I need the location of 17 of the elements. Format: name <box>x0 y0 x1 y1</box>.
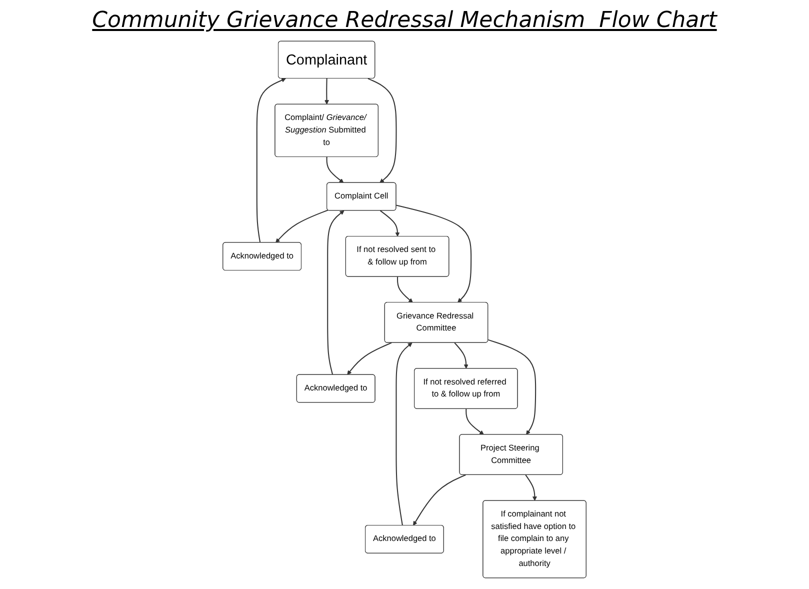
arrow <box>396 276 413 303</box>
arrow <box>326 156 344 183</box>
arrow <box>488 339 536 435</box>
arrow <box>525 474 537 501</box>
diagram-title: Community Grievance Redressal Mechanism Flow Chart <box>91 7 718 35</box>
arrow <box>396 204 472 303</box>
arrow <box>256 78 286 243</box>
arrow <box>324 78 329 105</box>
arrow <box>380 210 400 237</box>
arrow <box>466 408 484 435</box>
arrow <box>413 474 466 526</box>
arrow <box>276 210 328 243</box>
arrow <box>454 342 468 369</box>
arrow <box>327 210 344 375</box>
arrow <box>396 342 412 526</box>
arrow <box>347 342 392 375</box>
arrow <box>368 78 397 183</box>
